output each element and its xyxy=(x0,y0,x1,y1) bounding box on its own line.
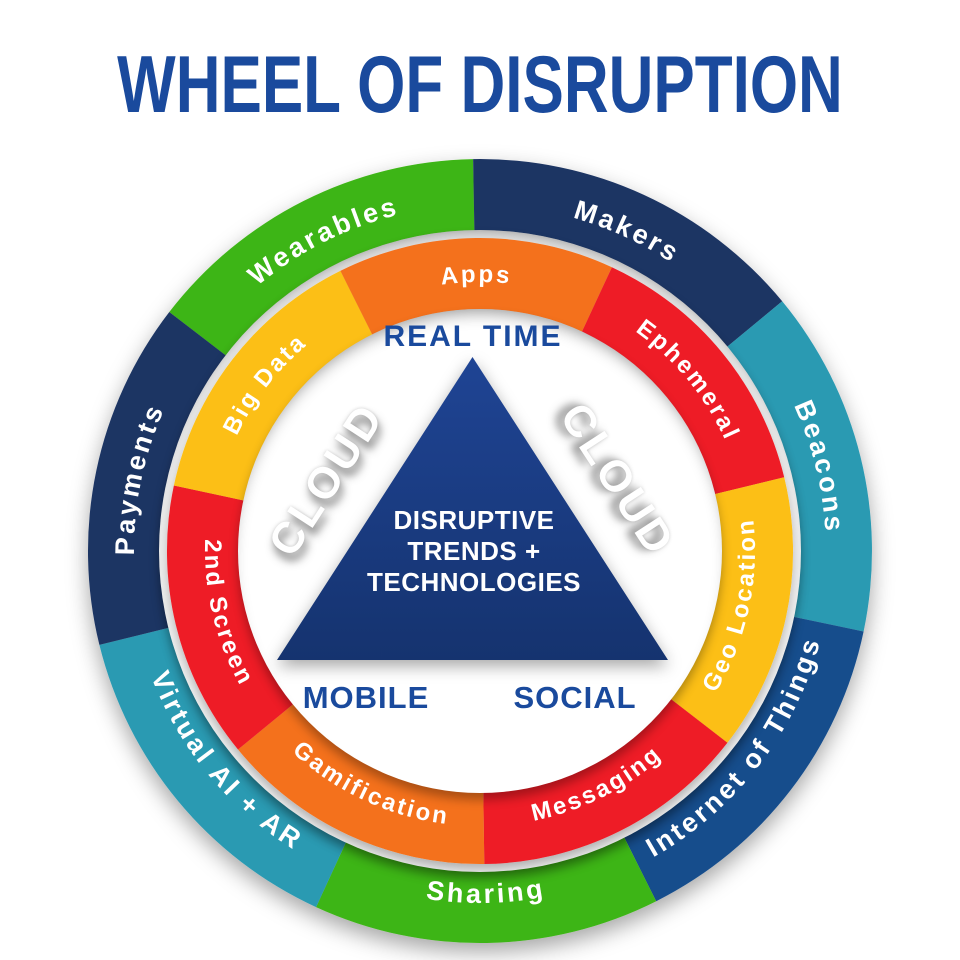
mobile-label: MOBILE xyxy=(302,680,430,715)
page-title: WHEEL OF DISRUPTION xyxy=(117,40,843,131)
real-time-label: REAL TIME xyxy=(383,320,563,353)
sharing-label: Sharing xyxy=(425,873,548,909)
social-label: SOCIAL xyxy=(513,680,637,715)
triangle-text-line-2: TRENDS + xyxy=(407,536,541,566)
triangle-text: DISRUPTIVE TRENDS + TECHNOLOGIES xyxy=(314,505,634,598)
triangle-text-line-3: TECHNOLOGIES xyxy=(366,567,581,597)
triangle-text-line-1: DISRUPTIVE xyxy=(393,505,555,535)
center-triangle xyxy=(277,357,668,660)
